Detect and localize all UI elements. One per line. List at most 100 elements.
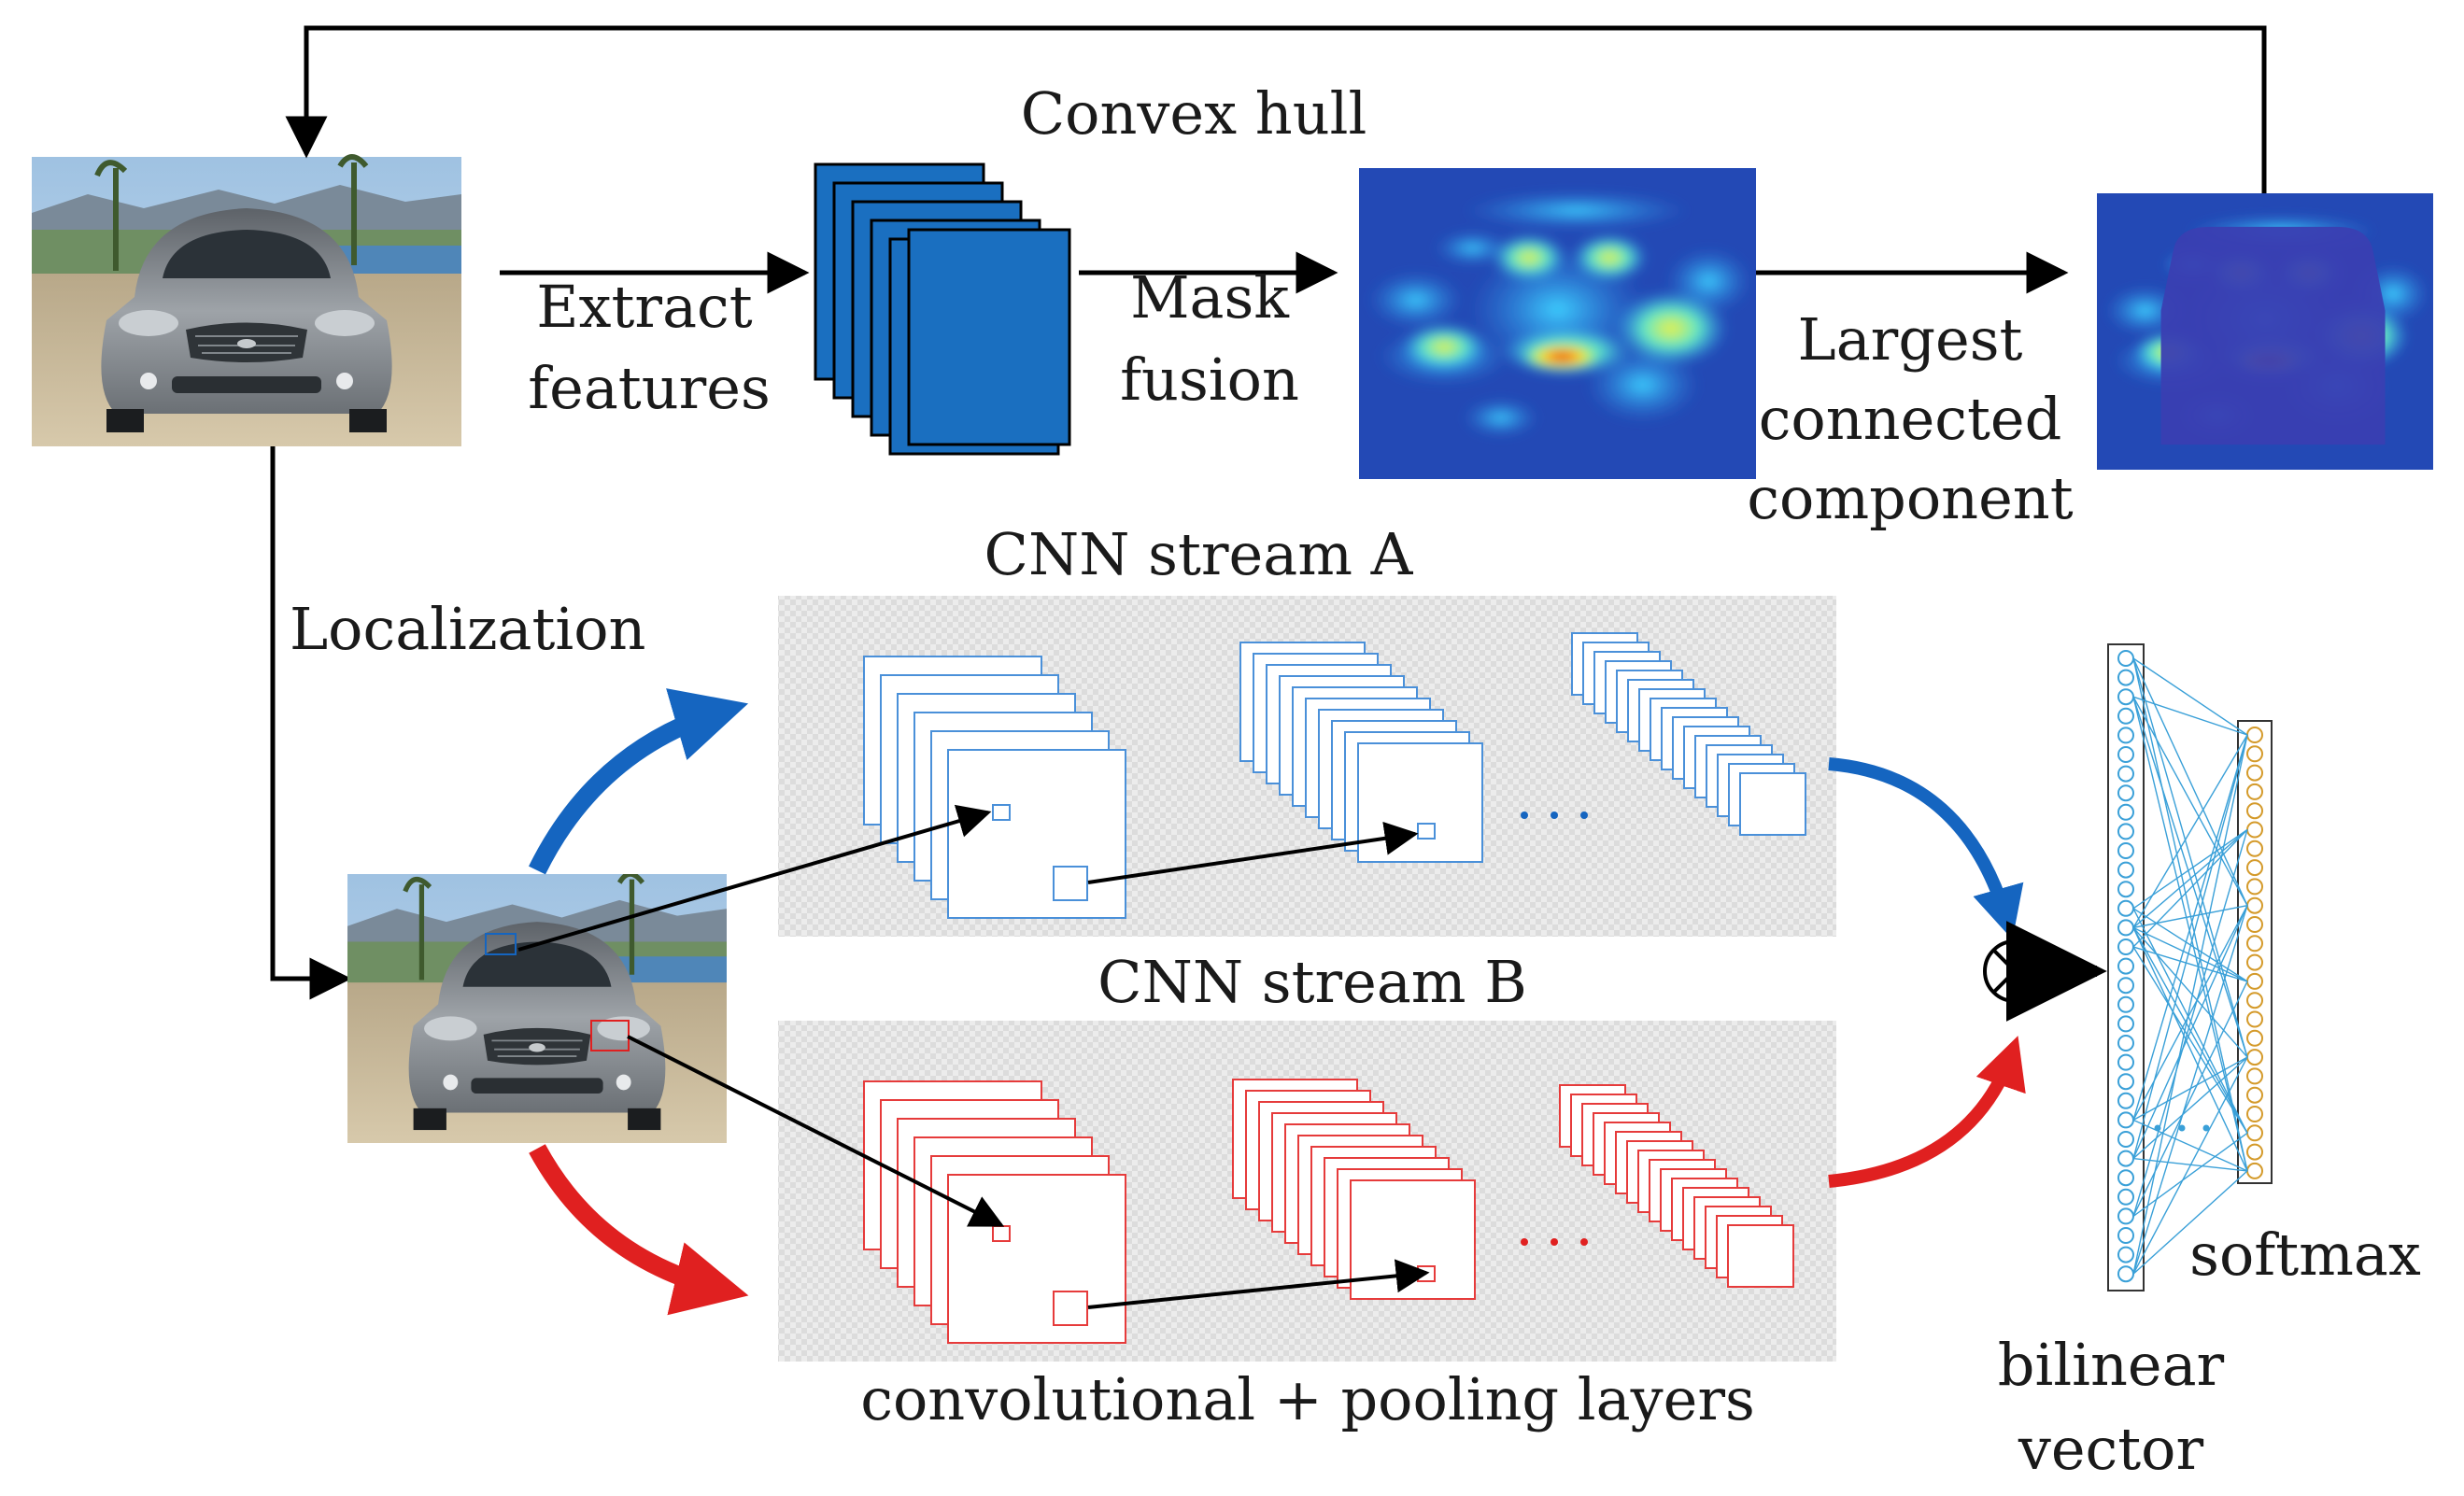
stream-b-layer-1	[863, 1080, 1126, 1344]
stream-b-layer-3	[1559, 1084, 1794, 1288]
object-mask	[2097, 193, 2433, 470]
fc-edge	[2132, 829, 2248, 948]
softmax-label: softmax	[2189, 1221, 2421, 1289]
fc-edge	[2132, 927, 2248, 1172]
cnn-stream-a-panel	[778, 596, 1836, 937]
feature-map-stack	[814, 162, 1071, 456]
stream-b-ellipsis	[1521, 1238, 1588, 1246]
bilinear-node	[2117, 765, 2134, 783]
bilinear-label-1: bilinear	[1998, 1331, 2225, 1399]
fc-edge	[2132, 696, 2248, 907]
largest-label-1: Largest	[1798, 305, 2023, 374]
softmax-node	[2246, 859, 2263, 877]
bilinear-node	[2117, 1131, 2134, 1148]
softmax-node	[2246, 935, 2263, 953]
softmax-node	[2246, 783, 2263, 800]
bilinear-node	[2117, 784, 2134, 802]
bilinear-node	[2117, 957, 2134, 975]
stream-a-layer-3	[1571, 632, 1806, 836]
bilinear-label-2: vector	[2018, 1415, 2204, 1483]
input-image	[32, 157, 461, 446]
softmax-node	[2246, 764, 2263, 782]
feature-map-layer	[1357, 742, 1483, 863]
fc-edge	[2132, 905, 2248, 1121]
feature-map-layer	[1739, 772, 1806, 836]
fc-edge	[2132, 734, 2248, 1121]
fc-edge	[2132, 926, 2248, 982]
softmax-node	[2246, 953, 2263, 971]
bilinear-node	[2117, 1246, 2134, 1263]
projection-arrows	[517, 804, 1430, 1309]
stream-a-ellipsis	[1521, 812, 1588, 819]
softmax-node	[2246, 802, 2263, 820]
fc-edge	[2132, 828, 2248, 928]
feature-map-layer	[1350, 1179, 1476, 1300]
localized-image	[347, 874, 727, 1143]
mask-fusion-label-2: fusion	[1120, 346, 1299, 414]
fc-edge	[2132, 927, 2248, 1134]
fused-heatmap	[1359, 168, 1756, 479]
bilinear-node	[2117, 861, 2134, 879]
bilinear-node	[2117, 977, 2134, 995]
softmax-column	[2237, 720, 2273, 1184]
bilinear-node	[2117, 727, 2134, 744]
fc-edge	[2132, 734, 2248, 1159]
fc-edge	[2132, 1132, 2248, 1217]
stream-a-merge-arrow	[1828, 757, 2024, 940]
stream-a-split-arrow	[529, 688, 749, 875]
bilinear-node	[2117, 803, 2134, 821]
stream-b-receptive-fields	[992, 1225, 1436, 1326]
fc-edge	[2132, 1170, 2248, 1275]
bilinear-node	[2117, 823, 2134, 840]
fc-edge	[2132, 1119, 2248, 1172]
softmax-node	[2246, 1067, 2263, 1085]
bilinear-node	[2117, 1073, 2134, 1091]
feature-map-layer	[1727, 1224, 1794, 1288]
fc-edge	[2132, 829, 2248, 1217]
localization-label: Localization	[290, 595, 645, 663]
softmax-node	[2246, 1029, 2263, 1047]
fc-edge	[2132, 657, 2248, 1058]
softmax-node	[2246, 992, 2263, 1009]
cnn-stream-b-panel	[778, 1021, 1836, 1362]
bilinear-node	[2117, 746, 2134, 763]
bilinear-vector-column	[2107, 643, 2145, 1291]
largest-label-2: connected	[1759, 385, 2062, 453]
fc-edge	[2132, 657, 2248, 1172]
fc-edge	[2132, 946, 2248, 982]
bilinear-node	[2117, 1092, 2134, 1109]
softmax-node	[2246, 840, 2263, 857]
fc-edge	[2132, 905, 2248, 1275]
feedback-arrow	[285, 25, 2267, 198]
largest-label-3: component	[1747, 464, 2073, 532]
bilinear-node	[2117, 995, 2134, 1013]
conv-pool-label: convolutional + pooling layers	[860, 1365, 1755, 1433]
softmax-node	[2246, 1010, 2263, 1028]
bilinear-node	[2117, 842, 2134, 859]
fc-edge	[2132, 1056, 2248, 1275]
softmax-node	[2246, 1143, 2263, 1161]
fc-edge	[2132, 734, 2248, 928]
convex-hull-label: Convex hull	[1021, 79, 1367, 148]
bilinear-node	[2117, 669, 2134, 686]
softmax-node	[2246, 1086, 2263, 1104]
fc-edge	[2132, 981, 2248, 1217]
mask-fusion-label-1: Mask	[1130, 263, 1289, 332]
fully-connected-edges	[2132, 657, 2248, 1275]
stream-b-layer-2	[1232, 1079, 1476, 1300]
fc-edge	[2132, 657, 2248, 736]
bilinear-node	[2117, 707, 2134, 725]
fc-edge	[2132, 696, 2248, 736]
stream-a-receptive-fields	[992, 804, 1436, 901]
cnn-stream-b-label: CNN stream B	[1097, 948, 1527, 1016]
bilinear-node	[2117, 1227, 2134, 1244]
localization-arrow	[270, 446, 352, 1000]
bilinear-node	[2117, 1015, 2134, 1033]
cnn-stream-a-label: CNN stream A	[984, 520, 1414, 588]
bilinear-node	[2117, 881, 2134, 898]
extract-features-label-2: features	[528, 354, 771, 422]
circled-times-icon	[1983, 939, 2046, 1003]
feature-map-layer	[947, 749, 1126, 919]
softmax-node	[2246, 1106, 2263, 1122]
